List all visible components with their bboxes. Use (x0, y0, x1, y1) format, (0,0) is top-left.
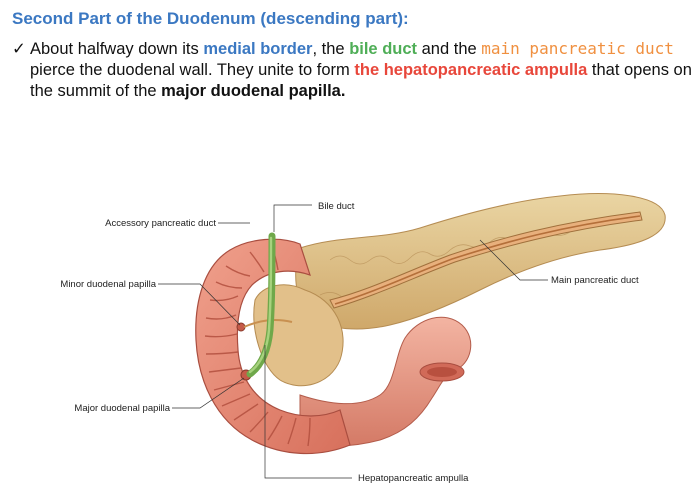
highlight-bile-duct: bile duct (349, 40, 418, 58)
jejunum-lumen (427, 367, 457, 377)
bile-duct-highlight (248, 236, 273, 374)
highlight-hepatopancreatic-ampulla: the hepatopancreatic ampulla (354, 61, 588, 79)
bullet-part-5: that opens on the summit of the (30, 61, 692, 100)
main-pancreatic-duct (329, 211, 643, 309)
label-accessory-pancreatic-duct: Accessory pancreatic duct (105, 218, 216, 229)
bullet-part-1: About halfway down its (30, 40, 204, 58)
circular-folds (204, 245, 311, 447)
check-mark-icon: ✓ (12, 39, 26, 58)
label-main-pancreatic-duct: Main pancreatic duct (551, 275, 639, 286)
label-major-duodenal-papilla: Major duodenal papilla (74, 403, 170, 414)
label-minor-duodenal-papilla: Minor duodenal papilla (60, 279, 156, 290)
bullet-part-3: and the (417, 40, 482, 58)
highlight-medial-border: medial border (203, 40, 313, 58)
highlight-major-duodenal-papilla: major duodenal papilla. (161, 82, 346, 100)
slide-title: Second Part of the Duodenum (descending … (12, 9, 409, 28)
bullet-part-2: , the (312, 40, 350, 58)
leader-lines (158, 204, 548, 479)
main-duct-lumen (334, 215, 641, 305)
label-bile-duct: Bile duct (318, 201, 355, 212)
minor-duodenal-papilla (236, 322, 246, 332)
bullet-part-4: pierce the duodenal wall. They unite to … (30, 61, 355, 79)
highlight-main-pancreatic-duct: main pancreatic duct (481, 39, 674, 58)
label-hepatopancreatic-ampulla: Hepatopancreatic ampulla (358, 473, 469, 484)
bullet-text: ✓About halfway down its medial border, t… (10, 38, 693, 102)
jejunum (299, 316, 472, 447)
